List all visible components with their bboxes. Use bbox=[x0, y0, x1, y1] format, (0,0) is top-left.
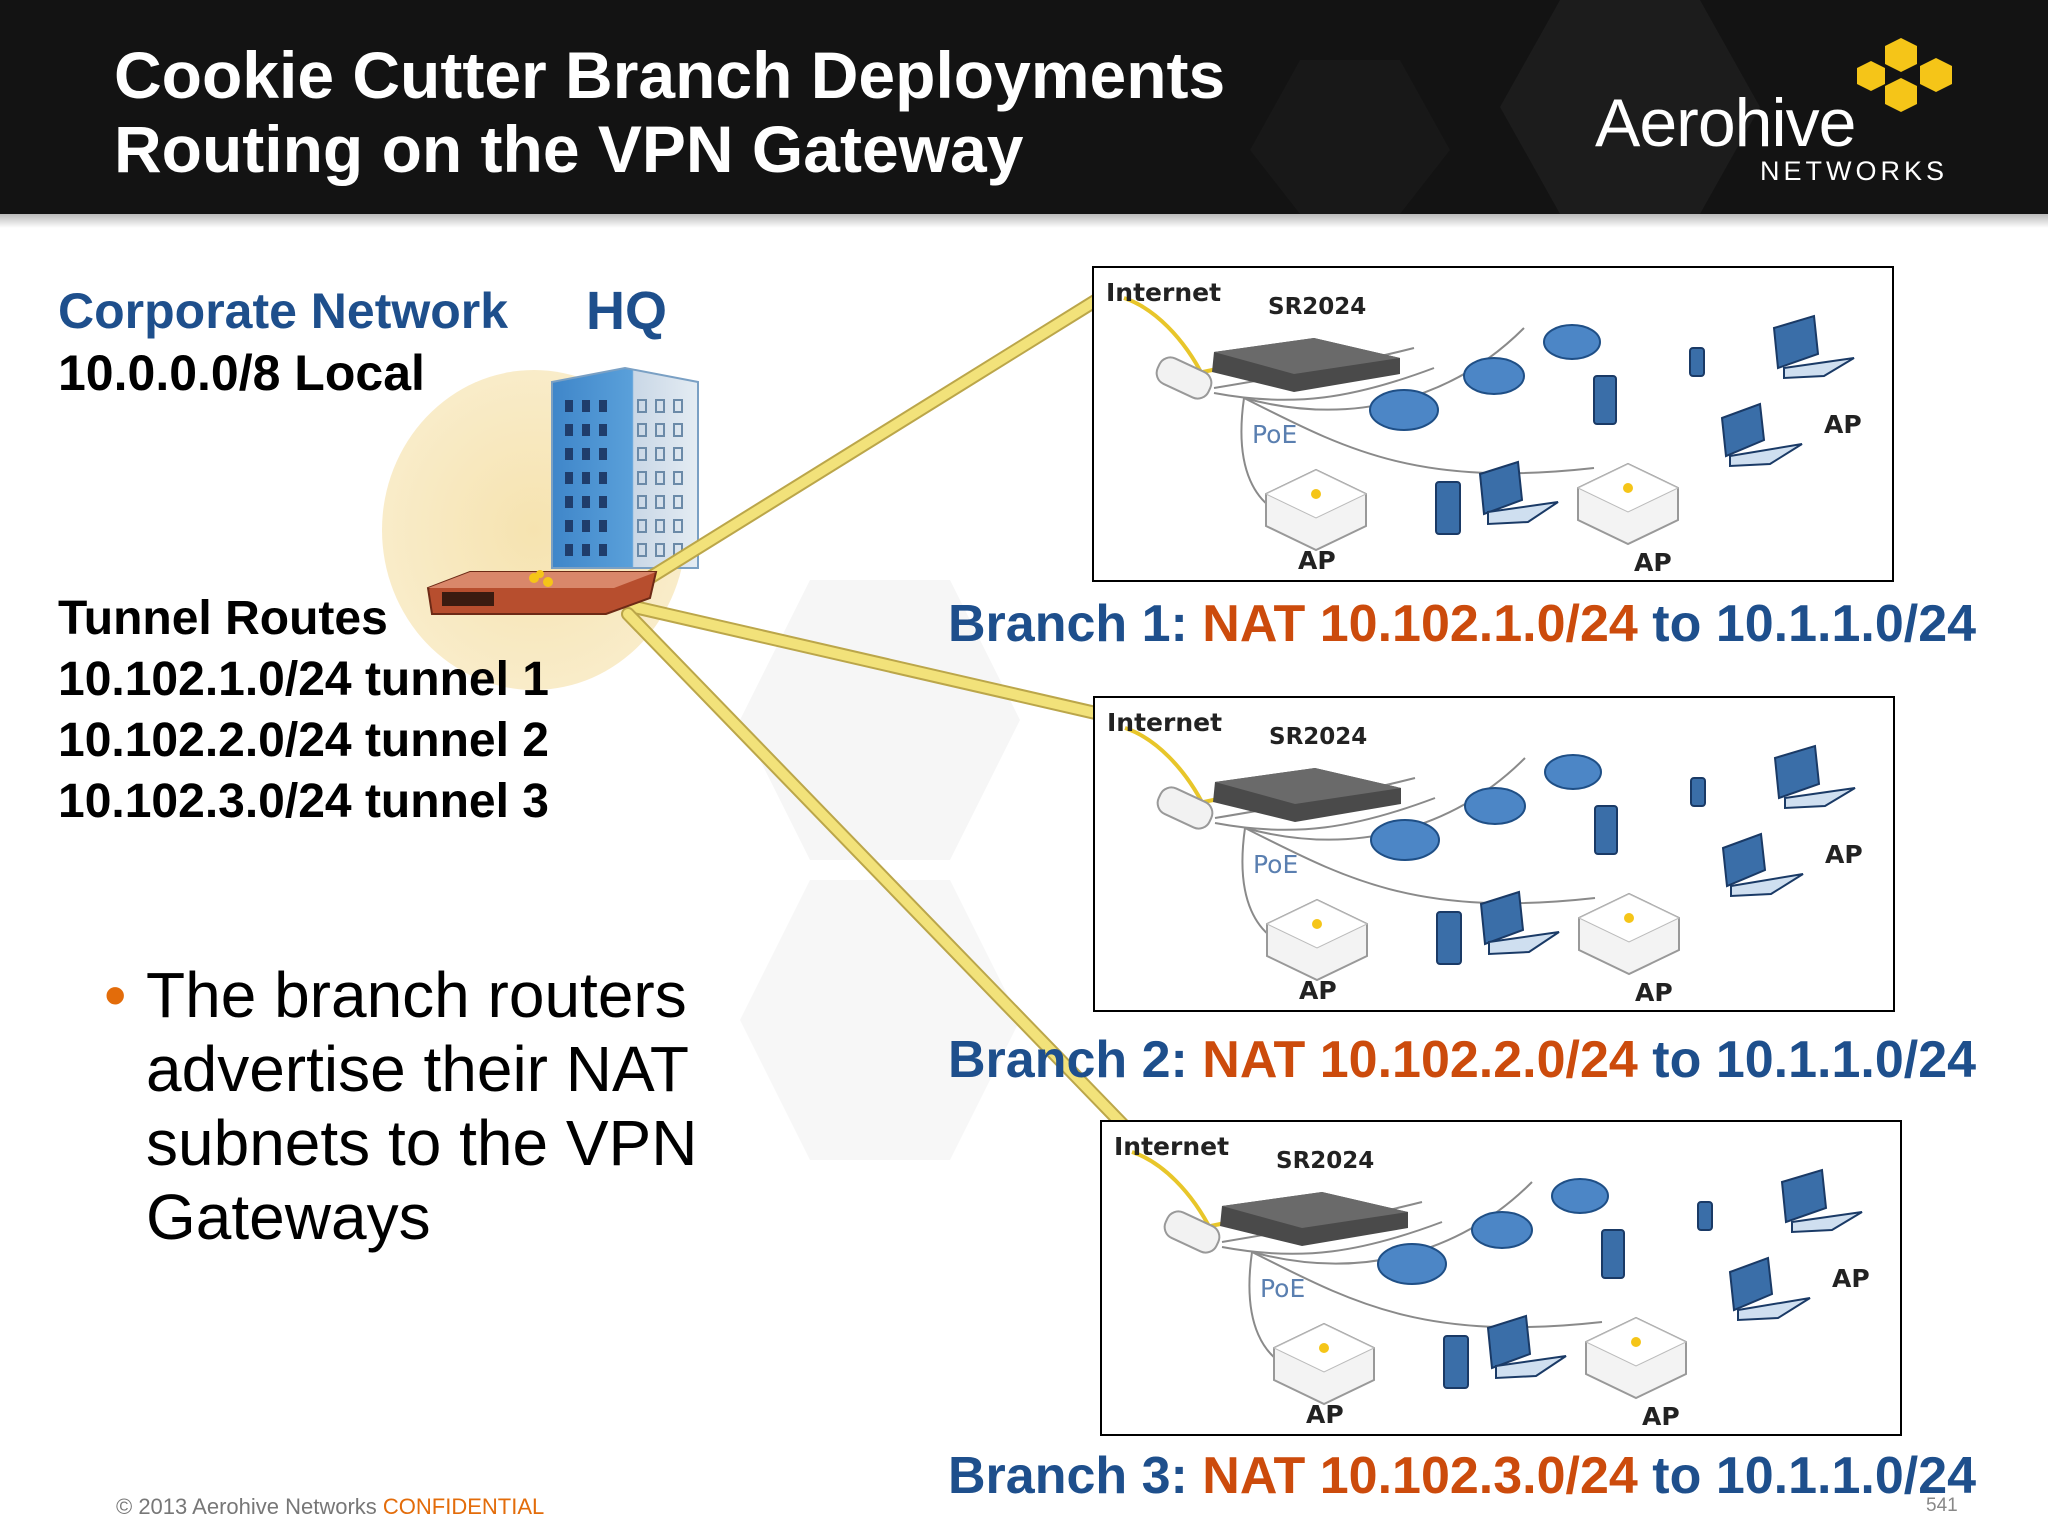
poe-label: PoE bbox=[1252, 420, 1298, 449]
internet-label: Internet bbox=[1106, 278, 1222, 307]
branch-2-diagram: Internet SR2024 PoE AP AP AP bbox=[1093, 696, 1895, 1012]
branch-3-label: Branch 3: NAT 10.102.3.0/24 to 10.1.1.0/… bbox=[948, 1446, 1976, 1506]
branch-1-prefix: Branch 1: bbox=[948, 595, 1203, 653]
router-label: SR2024 bbox=[1276, 1148, 1375, 1174]
vpn-tunnels bbox=[621, 291, 1133, 1135]
branch-2-dest: 10.1.1.0/24 bbox=[1715, 1031, 1977, 1089]
title-line-2: Routing on the VPN Gateway bbox=[114, 112, 1024, 186]
internet-label: Internet bbox=[1107, 708, 1223, 737]
footer-copyright: © 2013 Aerohive Networks CONFIDENTIAL bbox=[116, 1494, 544, 1520]
header-shadow bbox=[0, 214, 2048, 228]
phone-icons bbox=[1369, 324, 1601, 431]
logo-hex-icon bbox=[1857, 38, 1952, 112]
tunnel-routes-title: Tunnel Routes bbox=[58, 592, 388, 645]
phone-icons bbox=[1377, 1178, 1609, 1285]
branch-3-to: to bbox=[1637, 1447, 1716, 1505]
branch-3-dest: 10.1.1.0/24 bbox=[1715, 1447, 1977, 1505]
modem-icon bbox=[1156, 786, 1214, 830]
header-banner: Cookie Cutter Branch Deployments Routing… bbox=[0, 0, 2048, 214]
local-route: 10.0.0.0/8 Local bbox=[58, 345, 425, 401]
branch-1-to: to bbox=[1637, 595, 1716, 653]
ap-label: AP bbox=[1635, 978, 1673, 1007]
ap-label: AP bbox=[1306, 1400, 1344, 1429]
modem-icon bbox=[1163, 1210, 1221, 1254]
branch-1-label: Branch 1: NAT 10.102.1.0/24 to 10.1.1.0/… bbox=[948, 594, 1976, 654]
access-point-icons bbox=[1265, 892, 1681, 982]
device-icons bbox=[1443, 1168, 1863, 1389]
tunnel-route-3: 10.102.3.0/24 tunnel 3 bbox=[58, 775, 549, 828]
branch-2-nat: NAT 10.102.2.0/24 bbox=[1202, 1031, 1638, 1089]
ap-label: AP bbox=[1299, 976, 1337, 1005]
aerohive-logo: Aerohive NETWORKS bbox=[1595, 38, 1975, 188]
branch-network-drawing bbox=[1124, 726, 1856, 982]
hq-label: HQ bbox=[586, 281, 667, 341]
branch-1-diagram: Internet SR2024 PoE AP AP AP bbox=[1092, 266, 1894, 582]
ap-label: AP bbox=[1825, 840, 1863, 869]
branch-network-drawing bbox=[1131, 1150, 1863, 1406]
branch-1-nat: NAT 10.102.1.0/24 bbox=[1202, 595, 1638, 653]
corporate-network-label: Corporate Network bbox=[58, 283, 509, 339]
access-point-icons bbox=[1272, 1316, 1688, 1406]
tunnel-routes: Tunnel Routes 10.102.1.0/24 tunnel 1 10.… bbox=[58, 588, 549, 832]
ap-label: AP bbox=[1832, 1264, 1870, 1293]
device-icons bbox=[1435, 314, 1855, 535]
ap-label: AP bbox=[1824, 410, 1862, 439]
internet-label: Internet bbox=[1114, 1132, 1230, 1161]
logo-networks: NETWORKS bbox=[1760, 156, 1949, 186]
router-icon bbox=[1220, 1192, 1408, 1246]
phone-icons bbox=[1370, 754, 1602, 861]
router-icon bbox=[1213, 768, 1401, 822]
tunnel-route-2: 10.102.2.0/24 tunnel 2 bbox=[58, 714, 549, 767]
poe-label: PoE bbox=[1253, 850, 1299, 879]
logo-wordmark: Aerohive bbox=[1595, 85, 1856, 161]
tunnel-route-1: 10.102.1.0/24 tunnel 1 bbox=[58, 653, 549, 706]
copyright-text: © 2013 Aerohive Networks bbox=[116, 1494, 383, 1519]
title-line-1: Cookie Cutter Branch Deployments bbox=[114, 38, 1226, 112]
bullet-marker: • bbox=[104, 959, 127, 1031]
page-number: 541 bbox=[1926, 1495, 1958, 1516]
slide-title: Cookie Cutter Branch Deployments Routing… bbox=[114, 38, 1225, 186]
branch-3-prefix: Branch 3: bbox=[948, 1447, 1203, 1505]
router-label: SR2024 bbox=[1268, 294, 1367, 320]
confidential-label: CONFIDENTIAL bbox=[382, 1494, 545, 1519]
branch-3-nat: NAT 10.102.3.0/24 bbox=[1202, 1447, 1638, 1505]
branch-3-diagram: Internet SR2024 PoE AP AP AP bbox=[1100, 1120, 1902, 1436]
poe-label: PoE bbox=[1260, 1274, 1306, 1303]
ap-label: AP bbox=[1642, 1402, 1680, 1431]
branch-2-prefix: Branch 2: bbox=[948, 1031, 1203, 1089]
vpn-gateway-icon bbox=[426, 570, 658, 615]
ap-label: AP bbox=[1634, 548, 1672, 577]
branch-2-to: to bbox=[1637, 1031, 1716, 1089]
modem-icon bbox=[1155, 356, 1213, 400]
branch-network-drawing bbox=[1123, 296, 1855, 552]
branch-1-dest: 10.1.1.0/24 bbox=[1715, 595, 1977, 653]
hq-building-icon bbox=[551, 366, 699, 569]
ap-label: AP bbox=[1298, 546, 1336, 575]
router-icon bbox=[1212, 338, 1400, 392]
branch-2-label: Branch 2: NAT 10.102.2.0/24 to 10.1.1.0/… bbox=[948, 1030, 1976, 1090]
device-icons bbox=[1436, 744, 1856, 965]
access-point-icons bbox=[1264, 462, 1680, 552]
router-label: SR2024 bbox=[1269, 724, 1368, 750]
bullet-text: The branch routers advertise their NAT s… bbox=[146, 959, 698, 1253]
header-hex-pattern bbox=[1250, 0, 1760, 214]
